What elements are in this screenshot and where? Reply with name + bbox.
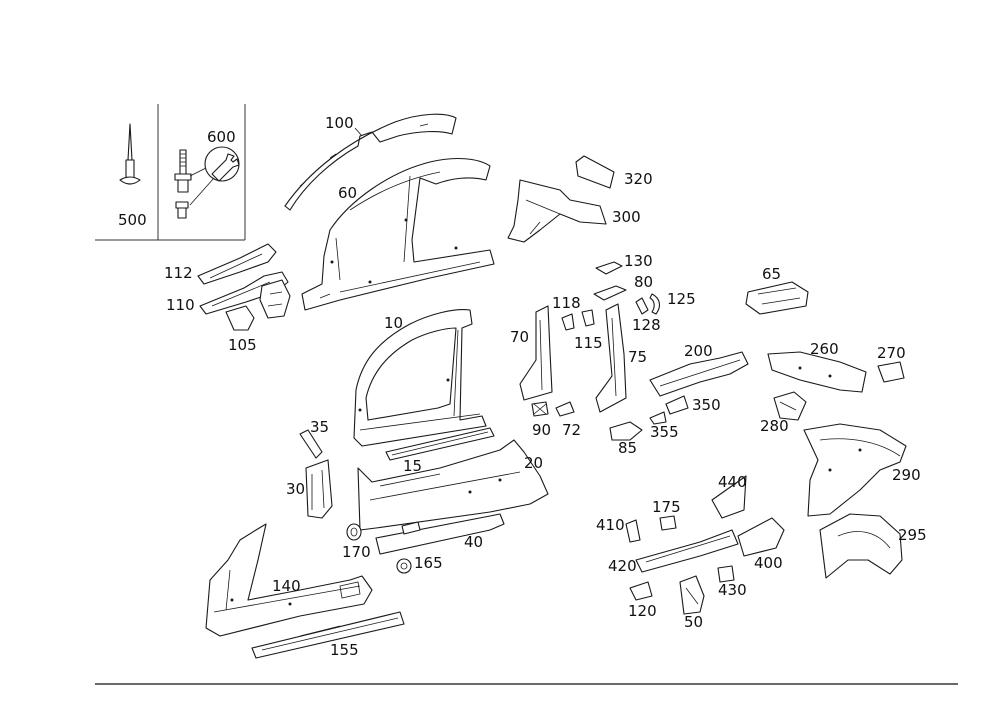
part-440-gusset <box>711 475 747 519</box>
part-35-bracket <box>299 429 323 459</box>
part-30-pillar-reinforcement <box>305 459 333 519</box>
callout-128: 128 <box>632 316 661 334</box>
part-165-plug <box>396 558 412 574</box>
part-400-member <box>737 517 785 557</box>
part-50-bracket <box>679 575 705 615</box>
callout-300: 300 <box>612 208 641 226</box>
callout-120: 120 <box>628 602 657 620</box>
callout-60: 60 <box>338 184 357 202</box>
part-260-rear-inner <box>767 351 867 393</box>
washer-icon <box>175 201 189 219</box>
rivet-icon <box>119 123 141 185</box>
part-72-bracket <box>555 401 575 417</box>
callout-200: 200 <box>684 342 713 360</box>
fastener-inset: 500 600 <box>95 104 246 241</box>
callout-118: 118 <box>552 294 581 312</box>
part-75-pillar <box>595 303 627 413</box>
part-100-roof-rail <box>284 113 457 211</box>
callout-400: 400 <box>754 554 783 572</box>
part-110-front-member <box>199 271 289 315</box>
callout-35: 35 <box>310 418 329 436</box>
callout-75: 75 <box>628 348 647 366</box>
callout-355: 355 <box>650 423 679 441</box>
part-130-clip <box>595 261 623 275</box>
part-120-bracket <box>629 581 653 601</box>
part-175-clip <box>659 515 677 531</box>
callout-112: 112 <box>164 264 193 282</box>
callout-72: 72 <box>562 421 581 439</box>
part-112-front-member <box>197 243 277 285</box>
callout-320: 320 <box>624 170 653 188</box>
callout-70: 70 <box>510 328 529 346</box>
callout-270: 270 <box>877 344 906 362</box>
callout-10: 10 <box>384 314 403 332</box>
callout-170: 170 <box>342 543 371 561</box>
callout-175: 175 <box>652 498 681 516</box>
part-300-rear-panel <box>507 179 607 243</box>
callout-260: 260 <box>810 340 839 358</box>
part-10-door-frame <box>353 309 487 447</box>
part-290-quarter-panel <box>803 423 907 517</box>
part-320-rear-bracket <box>575 155 615 189</box>
callout-90: 90 <box>532 421 551 439</box>
part-118-115-brackets <box>561 309 595 331</box>
callout-105: 105 <box>228 336 257 354</box>
callout-430: 430 <box>718 581 747 599</box>
callout-130: 130 <box>624 252 653 270</box>
part-410-bracket <box>625 519 641 543</box>
callout-165: 165 <box>414 554 443 572</box>
callout-500: 500 <box>118 211 147 229</box>
callout-15: 15 <box>403 457 422 475</box>
part-40-sill-reinforcement <box>375 513 505 555</box>
part-80-clip <box>593 285 627 301</box>
part-105-bracket <box>225 279 291 331</box>
callout-290: 290 <box>892 466 921 484</box>
callout-140: 140 <box>272 577 301 595</box>
part-60-side-frame-inner <box>301 157 495 311</box>
part-270-bracket <box>877 361 905 383</box>
part-65-panel <box>745 281 809 315</box>
part-140-rocker-inner <box>205 523 373 637</box>
part-170-plug <box>346 523 362 541</box>
callout-115: 115 <box>574 334 603 352</box>
callout-295: 295 <box>898 526 927 544</box>
callout-440: 440 <box>718 473 747 491</box>
callout-50: 50 <box>684 613 703 631</box>
callout-100: 100 <box>325 114 354 132</box>
part-125-clip <box>649 293 661 315</box>
callout-155: 155 <box>330 641 359 659</box>
part-420-rail <box>635 529 739 573</box>
callout-125: 125 <box>667 290 696 308</box>
callout-40: 40 <box>464 533 483 551</box>
bolt-icon <box>174 149 192 193</box>
callout-600: 600 <box>207 128 236 146</box>
part-128-clip <box>635 297 649 315</box>
callout-65: 65 <box>762 265 781 283</box>
callout-85: 85 <box>618 439 637 457</box>
part-295-wheelhouse <box>819 513 903 579</box>
part-350-355-brackets <box>649 395 689 425</box>
callout-30: 30 <box>286 480 305 498</box>
part-430-clip <box>717 565 735 583</box>
part-85-bracket <box>609 421 643 441</box>
callout-80: 80 <box>634 273 653 291</box>
callout-420: 420 <box>608 557 637 575</box>
part-90-plate <box>531 401 549 417</box>
part-200-wheel-arch <box>649 351 749 397</box>
part-15-sill <box>385 427 495 461</box>
callout-20: 20 <box>524 454 543 472</box>
callout-350: 350 <box>692 396 721 414</box>
part-280-bracket <box>773 391 807 421</box>
part-155-sill-cover <box>251 611 405 659</box>
callout-labels: 100 60 320 300 112 110 105 130 80 65 125… <box>164 114 927 659</box>
part-70-pillar <box>519 305 553 401</box>
callout-280: 280 <box>760 417 789 435</box>
wrench-icon <box>189 146 240 206</box>
callout-110: 110 <box>166 296 195 314</box>
callout-410: 410 <box>596 516 625 534</box>
